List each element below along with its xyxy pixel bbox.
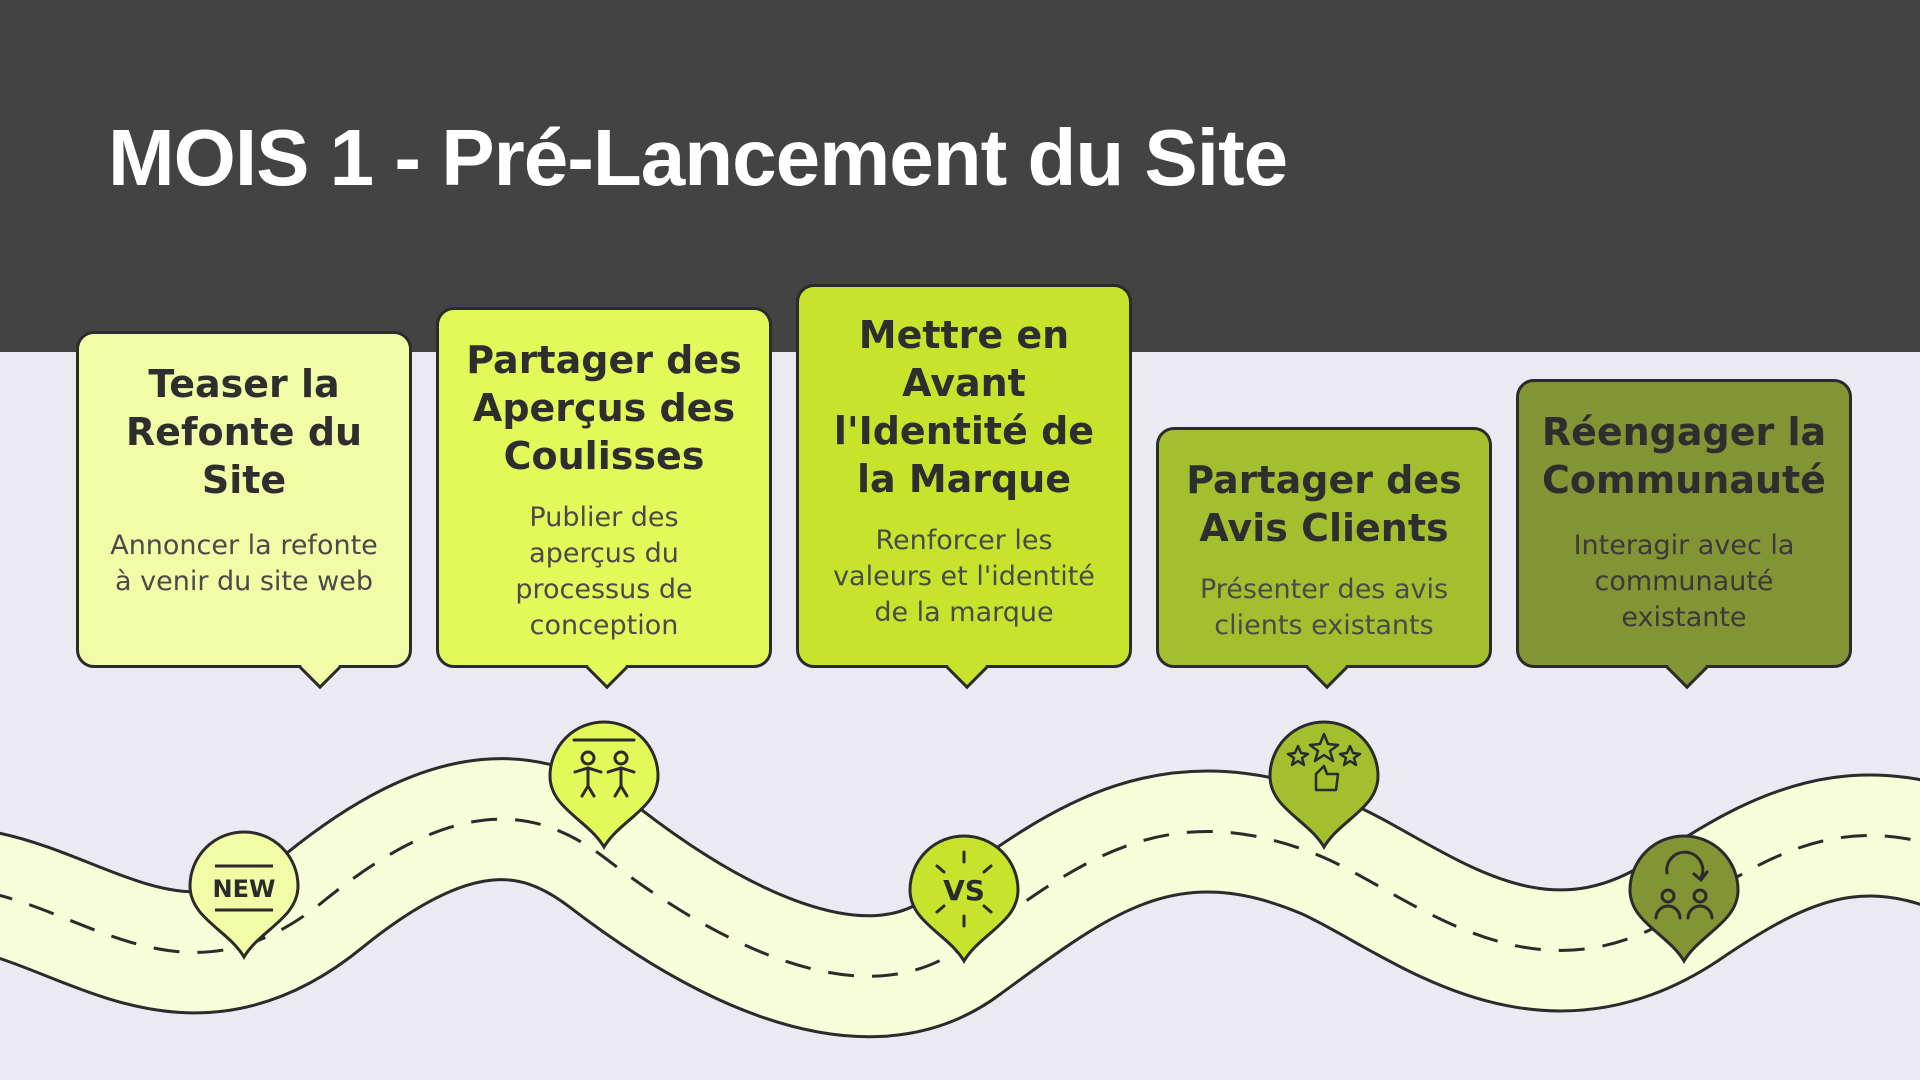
pin-marker-3: VS [908, 834, 1020, 964]
behind-scenes-people-icon [572, 738, 636, 798]
step-card-5: Réengager la Communauté Interagir avec l… [1516, 379, 1852, 690]
step-description: Annoncer la refonte à venir du site web [110, 530, 378, 597]
pin-marker-4 [1268, 720, 1380, 850]
step-card-1: Teaser la Refonte du Site Annoncer la re… [76, 331, 412, 690]
vs-label: VS [943, 874, 985, 907]
community-refresh-icon [1654, 850, 1714, 920]
new-badge-icon: NEW [213, 864, 276, 912]
step-card-3: Mettre en Avant l'Identité de la Marque … [796, 284, 1132, 690]
stars-rating-icon [1286, 732, 1362, 792]
step-card-2: Partager des Aperçus des Coulisses Publi… [436, 307, 772, 690]
step-title: Teaser la Refonte du Site [125, 362, 363, 502]
pin-marker-5 [1628, 834, 1740, 964]
step-description: Présenter des avis clients existants [1199, 574, 1449, 641]
step-title: Mettre en Avant l'Identité de la Marque [833, 313, 1095, 501]
pin-marker-1: NEW [188, 830, 300, 960]
step-description: Interagir avec la communauté existante [1573, 530, 1795, 633]
step-description: Publier des aperçus du processus de conc… [515, 502, 693, 641]
page-title: MOIS 1 - Pré-Lancement du Site [108, 113, 1288, 202]
step-title: Réengager la Communauté [1541, 410, 1827, 502]
step-card-4: Partager des Avis Clients Présenter des … [1156, 427, 1492, 690]
pin-marker-2 [548, 720, 660, 850]
new-label: NEW [213, 875, 276, 903]
versus-icon: VS [935, 850, 993, 928]
step-title: Partager des Aperçus des Coulisses [466, 338, 742, 478]
step-description: Renforcer les valeurs et l'identité de l… [833, 525, 1095, 628]
step-title: Partager des Avis Clients [1186, 458, 1462, 550]
